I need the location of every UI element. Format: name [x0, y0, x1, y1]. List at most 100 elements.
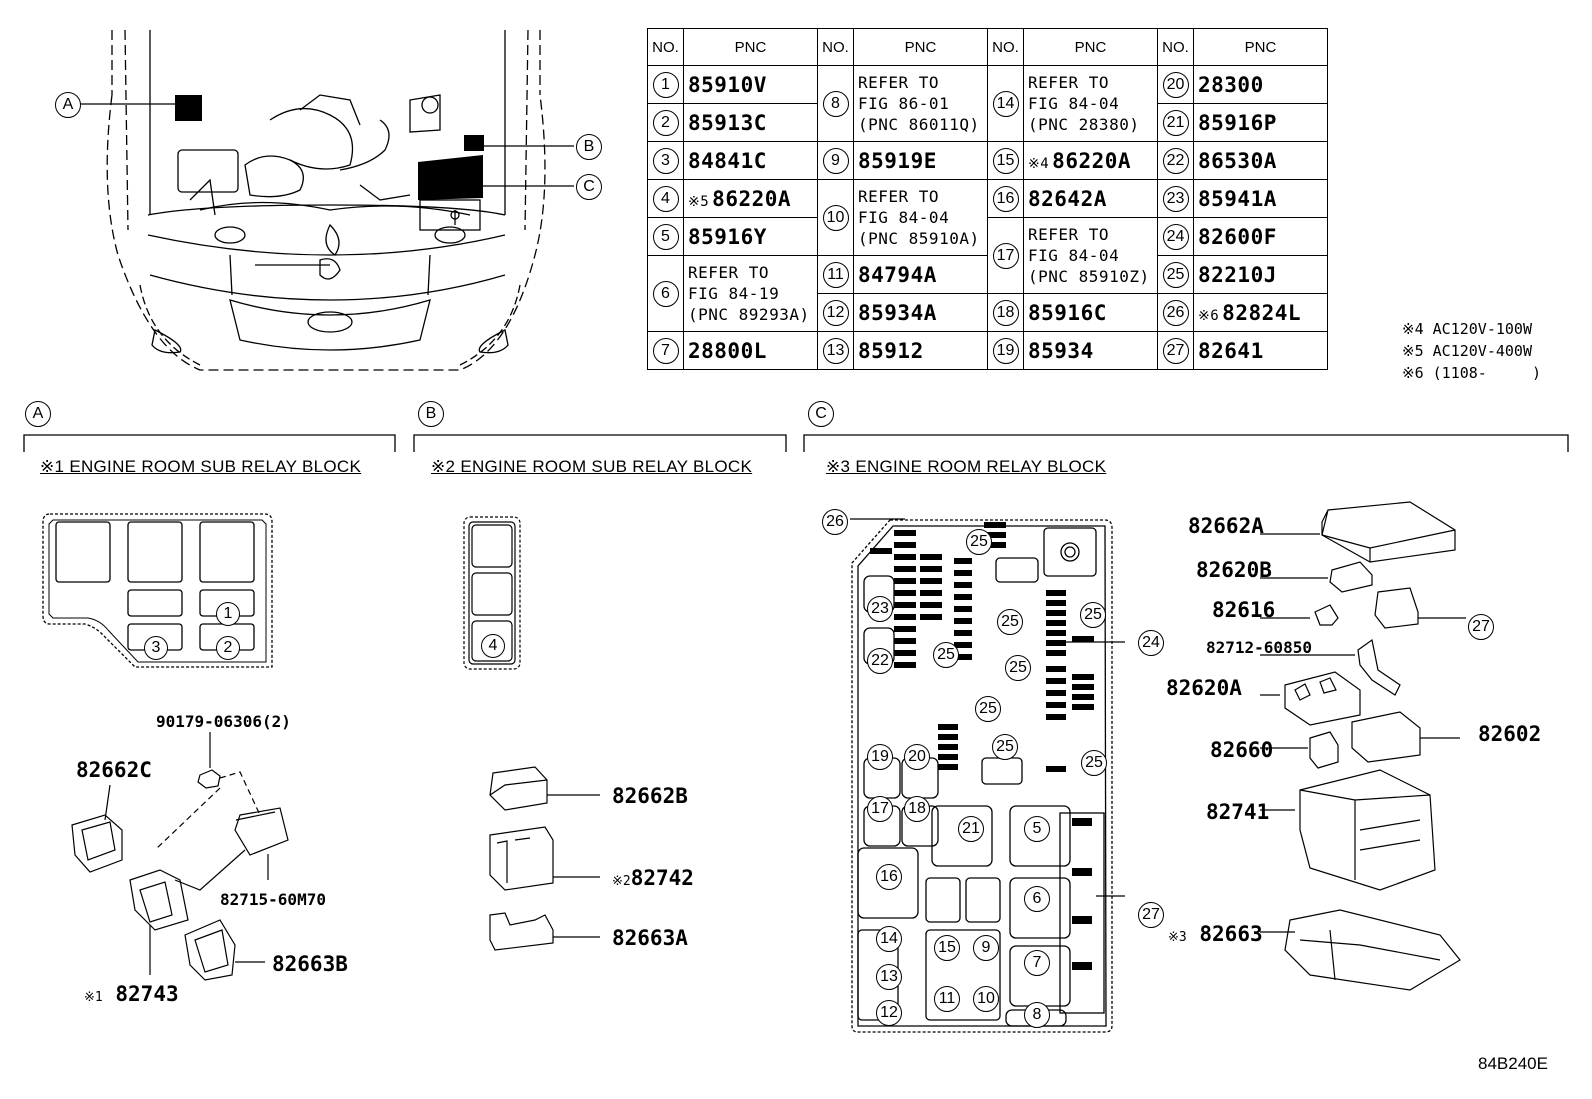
part-82715-60M70[interactable]: 82715-60M70: [220, 890, 326, 909]
header-pnc: PNC: [1193, 28, 1328, 66]
pnc-cell[interactable]: 85913C: [683, 103, 818, 142]
slot-2[interactable]: 2: [216, 636, 240, 660]
pnc-cell[interactable]: 85934A: [853, 293, 988, 332]
callout-27[interactable]: 27: [1138, 902, 1164, 928]
refer-line: (PNC 85910A): [858, 229, 980, 248]
slot-3[interactable]: 3: [144, 636, 168, 660]
callout-25[interactable]: 25: [997, 609, 1023, 635]
refer-cell[interactable]: REFER TO FIG 84-04 (PNC 85910A): [853, 179, 988, 256]
refer-line: REFER TO: [688, 263, 770, 282]
pnc-cell[interactable]: 85916Y: [683, 217, 818, 256]
callout-26[interactable]: 26: [822, 509, 848, 535]
pnc-cell[interactable]: 28300: [1193, 65, 1328, 104]
callout-25[interactable]: 25: [966, 529, 992, 555]
item-number: 8: [822, 90, 849, 117]
pnc-cell[interactable]: 85934: [1023, 331, 1158, 370]
part-82663[interactable]: ※3 82663: [1168, 922, 1263, 946]
refer-line: (PNC 85910Z): [1028, 267, 1150, 286]
part-82743[interactable]: ※1 82743: [84, 982, 179, 1006]
item-number: 6: [652, 280, 679, 307]
callout-25[interactable]: 25: [975, 696, 1001, 722]
pnc-cell[interactable]: 85941A: [1193, 179, 1328, 218]
pnc-cell[interactable]: 84794A: [853, 255, 988, 294]
callout-5[interactable]: 5: [1024, 816, 1050, 842]
callout-7[interactable]: 7: [1024, 950, 1050, 976]
pnc-cell[interactable]: 85916P: [1193, 103, 1328, 142]
callout-23[interactable]: 23: [867, 596, 893, 622]
refer-line: FIG 84-04: [858, 208, 950, 227]
pnc-cell[interactable]: 28800L: [683, 331, 818, 370]
callout-25[interactable]: 25: [933, 642, 959, 668]
part-82616[interactable]: 82616: [1212, 598, 1276, 622]
slot-4[interactable]: 4: [481, 634, 505, 658]
part-82662A[interactable]: 82662A: [1188, 514, 1264, 538]
overview-label-b[interactable]: B: [576, 134, 602, 160]
slot-1[interactable]: 1: [216, 602, 240, 626]
pnc-cell[interactable]: 82642A: [1023, 179, 1158, 218]
item-number: 10: [822, 204, 849, 231]
part-82660[interactable]: 82660: [1210, 738, 1274, 762]
overview-label-a[interactable]: A: [55, 92, 81, 118]
part-82742[interactable]: ※282742: [612, 866, 694, 890]
refer-line: FIG 84-04: [1028, 246, 1120, 265]
callout-8[interactable]: 8: [1024, 1002, 1050, 1028]
callout-18[interactable]: 18: [904, 796, 930, 822]
refer-cell[interactable]: REFER TO FIG 84-19 (PNC 89293A): [683, 255, 818, 332]
note-mark: ※4: [1028, 155, 1050, 172]
item-number: 7: [652, 337, 679, 364]
part-82602[interactable]: 82602: [1478, 722, 1542, 746]
pnc-cell[interactable]: 82641: [1193, 331, 1328, 370]
part-82662B[interactable]: 82662B: [612, 784, 688, 808]
callout-9[interactable]: 9: [973, 935, 999, 961]
refer-cell[interactable]: REFER TO FIG 84-04 (PNC 28380): [1023, 65, 1158, 142]
pnc-cell[interactable]: 85910V: [683, 65, 818, 104]
callout-22[interactable]: 22: [867, 648, 893, 674]
callout-25[interactable]: 25: [1005, 655, 1031, 681]
refer-line: (PNC 86011Q): [858, 115, 980, 134]
callout-12[interactable]: 12: [876, 1000, 902, 1026]
callout-25[interactable]: 25: [1081, 750, 1107, 776]
refer-cell[interactable]: REFER TO FIG 84-04 (PNC 85910Z): [1023, 217, 1158, 294]
item-number: 19: [992, 337, 1019, 364]
figure-code: 84B240E: [1478, 1054, 1548, 1073]
overview-label-c[interactable]: C: [576, 174, 602, 200]
relay-block-a-location: [175, 95, 202, 121]
pnc-cell[interactable]: 85912: [853, 331, 988, 370]
part-82620B[interactable]: 82620B: [1196, 558, 1272, 582]
pnc-cell[interactable]: 85916C: [1023, 293, 1158, 332]
part-90179-06306[interactable]: 90179-06306(2): [156, 712, 291, 731]
part-82741[interactable]: 82741: [1206, 800, 1270, 824]
sub-relay-block-a: [42, 513, 273, 668]
pnc-cell[interactable]: 86530A: [1193, 141, 1328, 180]
callout-16[interactable]: 16: [876, 864, 902, 890]
callout-25[interactable]: 25: [992, 734, 1018, 760]
item-number: 26: [1162, 299, 1189, 326]
callout-11[interactable]: 11: [934, 986, 960, 1012]
callout-27-right[interactable]: 27: [1468, 614, 1494, 640]
callout-6[interactable]: 6: [1024, 886, 1050, 912]
callout-15[interactable]: 15: [934, 935, 960, 961]
callout-20[interactable]: 20: [904, 744, 930, 770]
callout-14[interactable]: 14: [876, 926, 902, 952]
part-82620A[interactable]: 82620A: [1166, 676, 1242, 700]
item-number: 1: [652, 71, 679, 98]
callout-10[interactable]: 10: [973, 986, 999, 1012]
part-82663B[interactable]: 82663B: [272, 952, 348, 976]
part-82663A[interactable]: 82663A: [612, 926, 688, 950]
callout-17[interactable]: 17: [867, 796, 893, 822]
pnc-cell[interactable]: 85919E: [853, 141, 988, 180]
callout-25[interactable]: 25: [1080, 602, 1106, 628]
callout-19[interactable]: 19: [867, 744, 893, 770]
pnc-cell[interactable]: 82600F: [1193, 217, 1328, 256]
callout-21[interactable]: 21: [958, 816, 984, 842]
callout-24[interactable]: 24: [1138, 630, 1164, 656]
part-82712-60850[interactable]: 82712-60850: [1206, 638, 1312, 657]
pnc-cell[interactable]: 84841C: [683, 141, 818, 180]
refer-cell[interactable]: REFER TO FIG 86-01 (PNC 86011Q): [853, 65, 988, 142]
callout-13[interactable]: 13: [876, 964, 902, 990]
pnc-cell[interactable]: 82210J: [1193, 255, 1328, 294]
part-82662C[interactable]: 82662C: [76, 758, 152, 782]
